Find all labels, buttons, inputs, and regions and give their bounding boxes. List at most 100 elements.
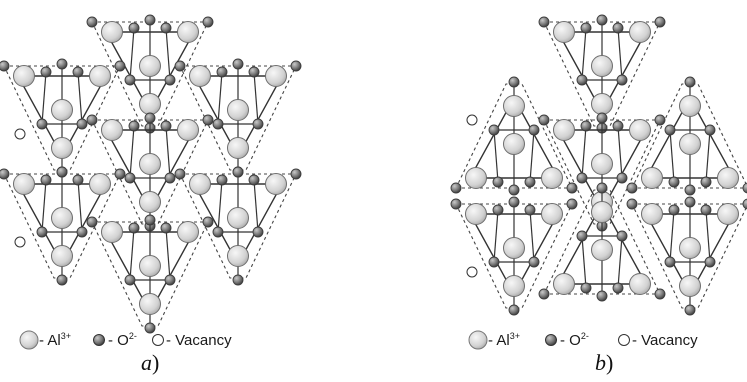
oxygen-ion	[212, 226, 224, 238]
al-ion	[265, 65, 287, 87]
bond-line	[41, 179, 47, 233]
oxygen-ion	[528, 256, 540, 268]
oxygen-ion	[538, 114, 550, 126]
oxygen-ion	[684, 76, 696, 88]
al-ion	[541, 167, 563, 189]
oxygen-ion	[232, 274, 244, 286]
legend-al-label: - Al3+	[39, 331, 71, 349]
oxygen-ion	[492, 176, 504, 188]
oxygen-ion	[86, 114, 98, 126]
oxygen-ion	[508, 76, 520, 88]
bond-line	[253, 179, 259, 233]
bond-line	[581, 27, 587, 81]
oxygen-ion	[612, 22, 624, 34]
oxygen-ion	[160, 222, 172, 234]
oxygen-ion	[212, 118, 224, 130]
legend-o-label: - O2-	[108, 331, 137, 349]
bond-line	[581, 235, 587, 289]
al-ion	[465, 167, 487, 189]
al-ion	[13, 65, 35, 87]
legend-a: - Al3+ - O2- - Vacancy	[19, 330, 232, 350]
al-ion	[641, 203, 663, 225]
oxygen-ion	[56, 58, 68, 70]
vacancy-site	[14, 128, 26, 140]
oxygen-ion	[684, 196, 696, 208]
bond-line	[217, 71, 223, 125]
oxygen-ion	[684, 184, 696, 196]
oxygen-ion	[508, 196, 520, 208]
legend-o-label: - O2-	[560, 331, 589, 349]
bond-line	[165, 227, 171, 281]
oxygen-ion	[76, 226, 88, 238]
al-ion	[139, 293, 161, 315]
oxygen-ion	[174, 168, 186, 180]
bond-line	[669, 209, 675, 263]
oxygen-ion	[612, 120, 624, 132]
bond-line	[493, 209, 499, 263]
oxygen-ion	[596, 290, 608, 302]
bond-line	[41, 71, 47, 125]
al-ion	[139, 93, 161, 115]
panel-a-structure	[0, 14, 302, 334]
oxygen-ion	[56, 274, 68, 286]
al-ion	[541, 203, 563, 225]
al-ion	[717, 167, 739, 189]
oxygen-ion	[566, 198, 578, 210]
oxygen-ion	[248, 174, 260, 186]
oxygen-ion	[114, 168, 126, 180]
oxygen-ion	[684, 304, 696, 316]
oxygen-ion	[128, 222, 140, 234]
oxygen-ion	[524, 204, 536, 216]
vacancy-site	[466, 266, 478, 278]
bond-line	[617, 235, 623, 289]
al-ion	[189, 65, 211, 87]
bond-line	[77, 179, 83, 233]
oxygen-ion	[488, 124, 500, 136]
al-ion	[177, 21, 199, 43]
bond-line	[529, 129, 535, 183]
oxygen-ion	[596, 112, 608, 124]
al-ion	[51, 137, 73, 159]
oxygen-ion	[492, 204, 504, 216]
bond-line	[617, 125, 623, 179]
al-ion	[101, 21, 123, 43]
oxygen-ion	[538, 16, 550, 28]
oxygen-ion	[576, 172, 588, 184]
al-ion	[717, 203, 739, 225]
al-ion	[265, 173, 287, 195]
oxygen-ion	[668, 204, 680, 216]
al-ion	[227, 99, 249, 121]
oxygen-ion	[144, 14, 156, 26]
oxygen-ion	[290, 168, 302, 180]
oxygen-ion	[290, 60, 302, 72]
oxygen-ion	[664, 256, 676, 268]
oxygen-ion	[86, 216, 98, 228]
al-ion	[679, 237, 701, 259]
vacancy-site	[466, 114, 478, 126]
oxygen-ion	[202, 16, 214, 28]
oxygen-ion	[508, 304, 520, 316]
oxygen-ion	[528, 124, 540, 136]
al-ion	[591, 93, 613, 115]
oxygen-ion	[616, 74, 628, 86]
oxygen-ion	[626, 182, 638, 194]
oxygen-ion	[742, 182, 747, 194]
al-ion	[101, 119, 123, 141]
oxygen-ion	[596, 182, 608, 194]
oxygen-ion	[566, 182, 578, 194]
oxygen-ion	[616, 172, 628, 184]
oxygen-ion	[252, 226, 264, 238]
oxygen-ion	[612, 282, 624, 294]
oxygen-ion	[704, 256, 716, 268]
oxygen-ion-icon	[545, 334, 557, 346]
oxygen-ion	[508, 184, 520, 196]
al-ion	[101, 221, 123, 243]
al-ion	[629, 119, 651, 141]
bond-line	[165, 27, 171, 81]
oxygen-ion	[144, 112, 156, 124]
bond-line	[77, 71, 83, 125]
oxygen-ion	[700, 204, 712, 216]
oxygen-ion	[742, 198, 747, 210]
al-ion	[679, 275, 701, 297]
oxygen-ion	[76, 118, 88, 130]
